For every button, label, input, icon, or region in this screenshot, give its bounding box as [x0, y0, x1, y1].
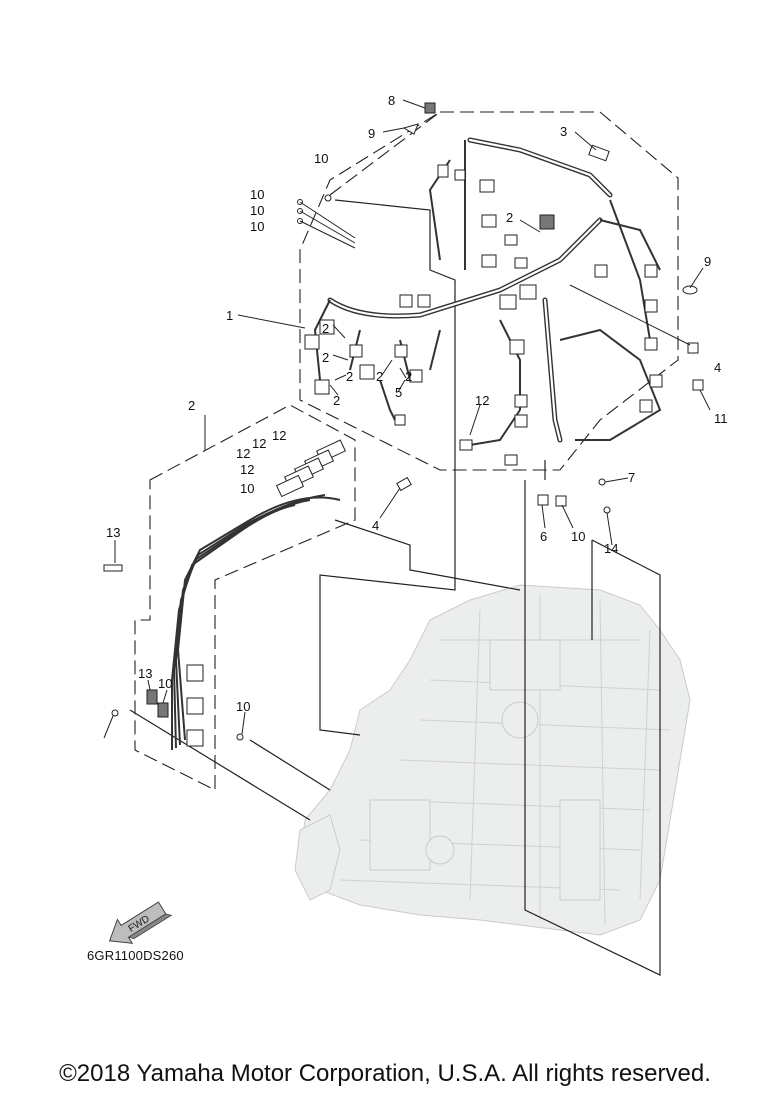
callout-10: 14 — [604, 541, 618, 556]
main-wire-harness — [313, 137, 662, 446]
callout-4: 6 — [540, 529, 547, 544]
callout-13: 13 — [138, 666, 152, 681]
callout-labels: 8 9 3 10 10 10 10 2 9 1 2 2 2 2 2 2 5 4 … — [106, 93, 728, 714]
callout-8: 8 — [388, 93, 395, 108]
ignition-coil-group — [103, 439, 346, 750]
callout-2: 2 — [376, 369, 383, 384]
callout-2: 12 — [475, 393, 489, 408]
callout-10: 10 — [314, 151, 328, 166]
callout-10: 10 — [250, 219, 264, 234]
engine-block — [294, 584, 691, 936]
copyright-notice: ©2018 Yamaha Motor Corporation, U.S.A. A… — [59, 1060, 711, 1087]
callout-12: 10 — [240, 481, 254, 496]
callout-5: 4 — [714, 360, 721, 375]
callout-10: 10 — [250, 203, 264, 218]
callout-12: 12 — [240, 462, 254, 477]
callout-6: 10 — [571, 529, 585, 544]
callout-2: 2 — [506, 210, 513, 225]
callout-9: 9 — [704, 254, 711, 269]
callout-2: 2 — [322, 321, 329, 336]
callout-3: 3 — [560, 124, 567, 139]
callout-7: 4 — [372, 518, 379, 533]
reference-lines — [129, 199, 661, 976]
callout-12: 12 — [252, 436, 266, 451]
connector-parts — [111, 102, 704, 741]
callout-10: 7 — [628, 470, 635, 485]
callout-11: 2 — [188, 398, 195, 413]
callout-2: 2 — [346, 369, 353, 384]
callout-12: 12 — [272, 428, 286, 443]
callout-4: 11 — [714, 411, 728, 426]
callout-2: 5 — [395, 385, 402, 400]
callout-10: 10 — [250, 187, 264, 202]
callout-9: 9 — [368, 126, 375, 141]
callout-12: 12 — [236, 446, 250, 461]
callout-leaders — [103, 99, 711, 739]
diagram-code: 6GR1100DS260 — [87, 948, 184, 963]
callout-14: 13 — [106, 525, 120, 540]
ignition-group-outline — [134, 404, 356, 791]
callout-2: 2 — [322, 350, 329, 365]
harness-group-outline — [299, 111, 679, 471]
callout-1: 1 — [226, 308, 233, 323]
callout-13: 10 — [158, 676, 172, 691]
callout-2: 2 — [405, 369, 412, 384]
callout-2: 2 — [333, 393, 340, 408]
fwd-arrow-icon: FWD — [108, 901, 173, 944]
parts-diagram: 8 9 3 10 10 10 10 2 9 1 2 2 2 2 2 2 5 4 … — [103, 93, 728, 976]
callout-10: 10 — [236, 699, 250, 714]
